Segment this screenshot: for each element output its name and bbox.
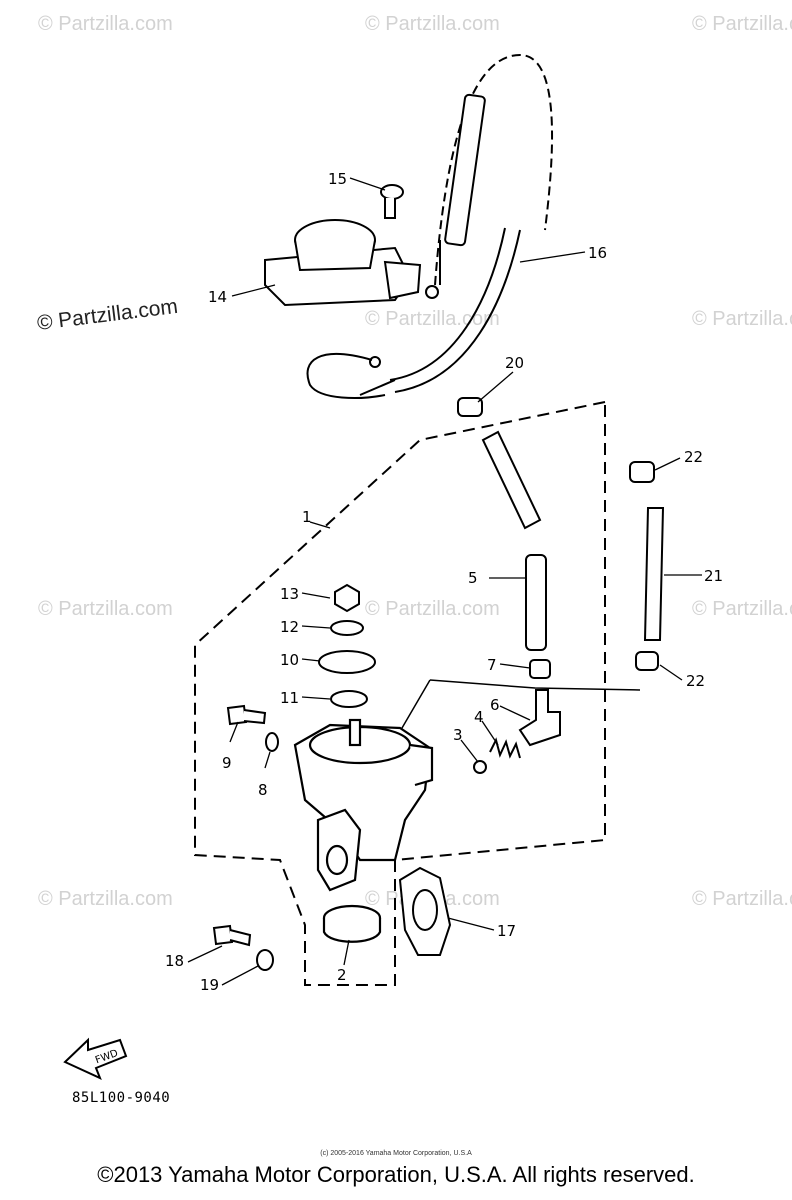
watermark: © Partzilla.com xyxy=(38,13,173,35)
diagram-part-code: 85L100-9040 xyxy=(72,1090,171,1106)
callout-12: 12 xyxy=(280,618,299,636)
callout-18: 18 xyxy=(165,952,184,970)
callout-8: 8 xyxy=(258,781,268,799)
bolt-part-9 xyxy=(226,704,279,752)
callout-22-top: 22 xyxy=(684,448,703,466)
callout-3: 3 xyxy=(453,726,463,744)
pump-body-part xyxy=(293,718,434,892)
callout-16: 16 xyxy=(588,244,607,262)
small-copyright-text: (c) 2005-2016 Yamaha Motor Corporation, … xyxy=(320,1150,472,1157)
spring-part xyxy=(489,737,521,759)
fitting-parts xyxy=(518,659,561,747)
callout-5: 5 xyxy=(468,569,478,587)
callout-2: 2 xyxy=(337,966,347,984)
watermark: © Partzilla.com xyxy=(365,598,500,620)
callout-6: 6 xyxy=(490,696,500,714)
forward-arrow-icon: FWD xyxy=(63,1037,128,1080)
callout-11: 11 xyxy=(280,689,299,707)
oil-seal-part xyxy=(322,904,382,943)
watermark: © Partzilla.com xyxy=(38,888,173,910)
callout-17: 17 xyxy=(497,922,516,940)
watermark: © Partzilla.com xyxy=(692,308,792,330)
callout-1: 1 xyxy=(302,508,312,526)
callout-13: 13 xyxy=(280,585,299,603)
callout-15: 15 xyxy=(328,170,347,188)
watermark: © Partzilla.com xyxy=(692,598,792,620)
hose-part-21 xyxy=(643,507,665,641)
callout-4: 4 xyxy=(474,708,484,726)
cover-cap-part xyxy=(264,219,422,307)
watermark: © Partzilla.com xyxy=(365,13,500,35)
choke-cable-part xyxy=(306,53,554,399)
watermark: © Partzilla.com xyxy=(38,598,173,620)
hose-clip-part-22 xyxy=(629,461,659,671)
callout-9: 9 xyxy=(222,754,232,772)
screw-part xyxy=(380,184,404,219)
hose-part-5 xyxy=(481,430,547,651)
callout-22-bottom: 22 xyxy=(686,672,705,690)
leader-lines xyxy=(187,177,702,986)
assembly-outline xyxy=(194,400,606,986)
callout-7: 7 xyxy=(487,656,497,674)
callouts: 15 14 16 20 22 21 22 1 13 12 10 11 5 7 6… xyxy=(165,170,723,994)
watermarks: © Partzilla.com © Partzilla.com © Partzi… xyxy=(36,13,792,910)
callout-10: 10 xyxy=(280,651,299,669)
washer-nut-stack xyxy=(318,583,376,708)
watermark: © Partzilla.com xyxy=(692,888,792,910)
watermark: © Partzilla.com xyxy=(692,13,792,35)
gasket-part xyxy=(398,866,452,956)
check-ball-part xyxy=(473,760,487,774)
bolt-part-18 xyxy=(212,924,274,971)
connection-line xyxy=(429,679,641,691)
callout-14: 14 xyxy=(208,288,227,306)
hose-clip-part-20 xyxy=(457,397,483,417)
callout-19: 19 xyxy=(200,976,219,994)
callout-20: 20 xyxy=(505,354,524,372)
callout-21: 21 xyxy=(704,567,723,585)
watermark: © Partzilla.com xyxy=(365,308,500,330)
copyright-text: ©2013 Yamaha Motor Corporation, U.S.A. A… xyxy=(97,1162,695,1187)
watermark-dark: © Partzilla.com xyxy=(36,295,179,335)
